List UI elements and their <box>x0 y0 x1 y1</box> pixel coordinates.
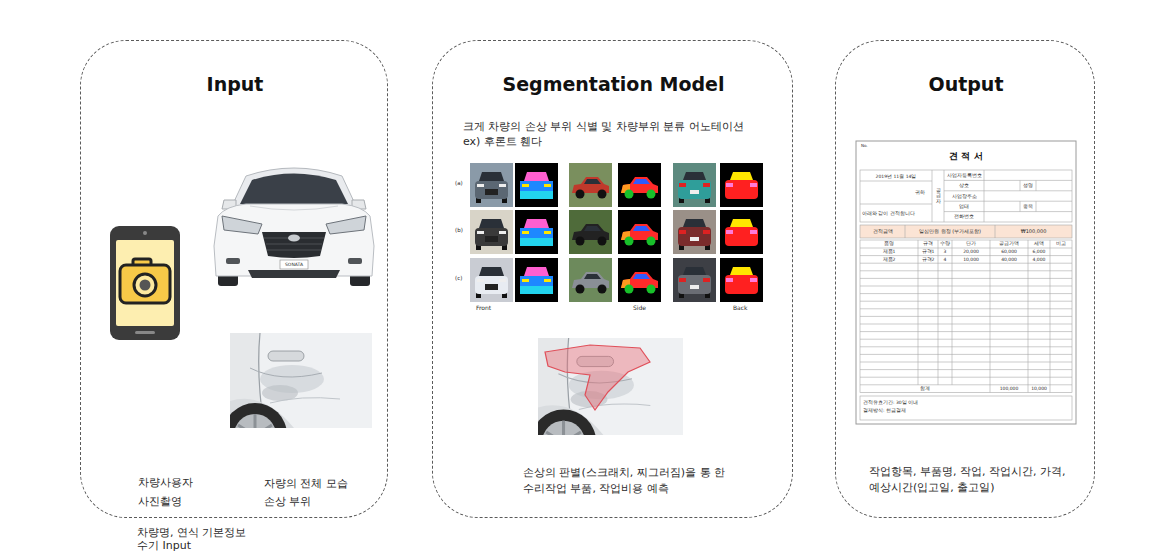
damage-photo <box>531 338 683 475</box>
table-cell: 제품1 <box>860 249 918 254</box>
amount-value: ₩100,000 <box>995 229 1072 235</box>
table-cell: 규격1 <box>918 249 938 254</box>
column-label: Front <box>476 305 491 312</box>
table-header: 규격 <box>918 241 938 246</box>
damage-mask <box>545 345 650 410</box>
form-label: 업태 <box>944 204 984 209</box>
row-label: (b) <box>455 227 463 233</box>
row-label: (a) <box>455 180 463 186</box>
panel-title: Segmentation Model <box>433 72 794 96</box>
amount-label: 견적금액 <box>860 229 905 235</box>
table-cell: 4,000 <box>1028 257 1050 262</box>
panel-text: 작업항목, 부품명, 작업, 작업시간, 가격, 예상시간(입고일, 출고일) <box>869 464 1069 496</box>
document-text: 귀하 <box>915 190 925 195</box>
table-cell: 10,000 <box>1028 386 1050 391</box>
table-cell: 규격2 <box>918 257 938 262</box>
segmentation-grid <box>470 163 763 302</box>
panel-text: 차량사용자 사진촬영 <box>138 473 200 511</box>
column-label: Back <box>733 305 748 312</box>
panel-text: 크게 차량의 손상 부위 식별 및 차량부위 분류 어노테이션 ex) 후론트 … <box>463 119 755 149</box>
row-label: (c) <box>455 275 462 281</box>
panel-text: 손상의 판별(스크래치, 찌그러짐)을 통 한 수리작업 부품, 작업비용 예측 <box>523 465 728 497</box>
table-header: 세액 <box>1028 241 1050 246</box>
form-label: 성명 <box>1020 183 1036 188</box>
document-note: 결제방식: 현금결제 <box>863 408 906 413</box>
supplier-label: 공급자 <box>936 188 941 205</box>
table-header: 단가 <box>952 241 990 246</box>
table-cell: 10,000 <box>952 257 990 262</box>
panel-title: Input <box>81 72 389 96</box>
document-title: 견 적 서 <box>856 151 1076 161</box>
damage-photo <box>223 333 372 467</box>
stage-panel: Output 작업항목, 부품명, 작업, 작업시간, 가격, 예상시간(입고일,… <box>835 40 1095 518</box>
panel-text: 자량의 전체 모습 손상 부위 <box>264 475 356 511</box>
panel-title: Output <box>836 72 1096 96</box>
amount-text: 일십만원 원정 (부가세포함) <box>905 229 995 235</box>
table-cell: 합계 <box>860 386 990 391</box>
form-label: 상호 <box>944 183 984 188</box>
table-cell: 4 <box>938 257 952 262</box>
phone-camera-icon <box>110 226 180 340</box>
document-text: 아래와 같이 견적합니다 <box>862 211 915 216</box>
table-cell: 20,000 <box>952 249 990 254</box>
document-number: No. <box>861 144 868 149</box>
table-cell: 100,000 <box>990 386 1028 391</box>
form-label: 종목 <box>1020 204 1036 209</box>
license-plate-text: SONATA <box>280 262 308 267</box>
table-cell: 제품2 <box>860 257 918 262</box>
form-label: 사업장주소 <box>944 194 984 199</box>
form-label: 전화번호 <box>944 214 984 219</box>
table-header: 품명 <box>860 241 918 246</box>
table-cell: 6,000 <box>1028 249 1050 254</box>
table-header: 공급가액 <box>990 241 1028 246</box>
note-text: 차량명, 연식 기본정보 수기 Input <box>137 526 259 552</box>
table-cell: 60,000 <box>990 249 1028 254</box>
form-label: 사업자등록번호 <box>944 173 984 178</box>
table-cell: 3 <box>938 249 952 254</box>
table-header: 비고 <box>1050 241 1072 246</box>
table-header: 수량 <box>938 241 952 246</box>
column-label: Side <box>633 305 646 312</box>
table-cell: 40,000 <box>990 257 1028 262</box>
car-front-photo <box>214 168 374 286</box>
document-date: 2019년 11월 14일 <box>862 174 930 179</box>
document-note: 견적유효기간: 30일 이내 <box>863 400 918 405</box>
estimate-document <box>856 141 1076 424</box>
stage-panel: Segmentation Model 크게 차량의 손상 부위 식별 및 차량부위… <box>432 40 793 518</box>
stage-panel: Input 차량사용자 사진촬영 자량의 전체 모습 손상 부위 <box>80 40 388 518</box>
